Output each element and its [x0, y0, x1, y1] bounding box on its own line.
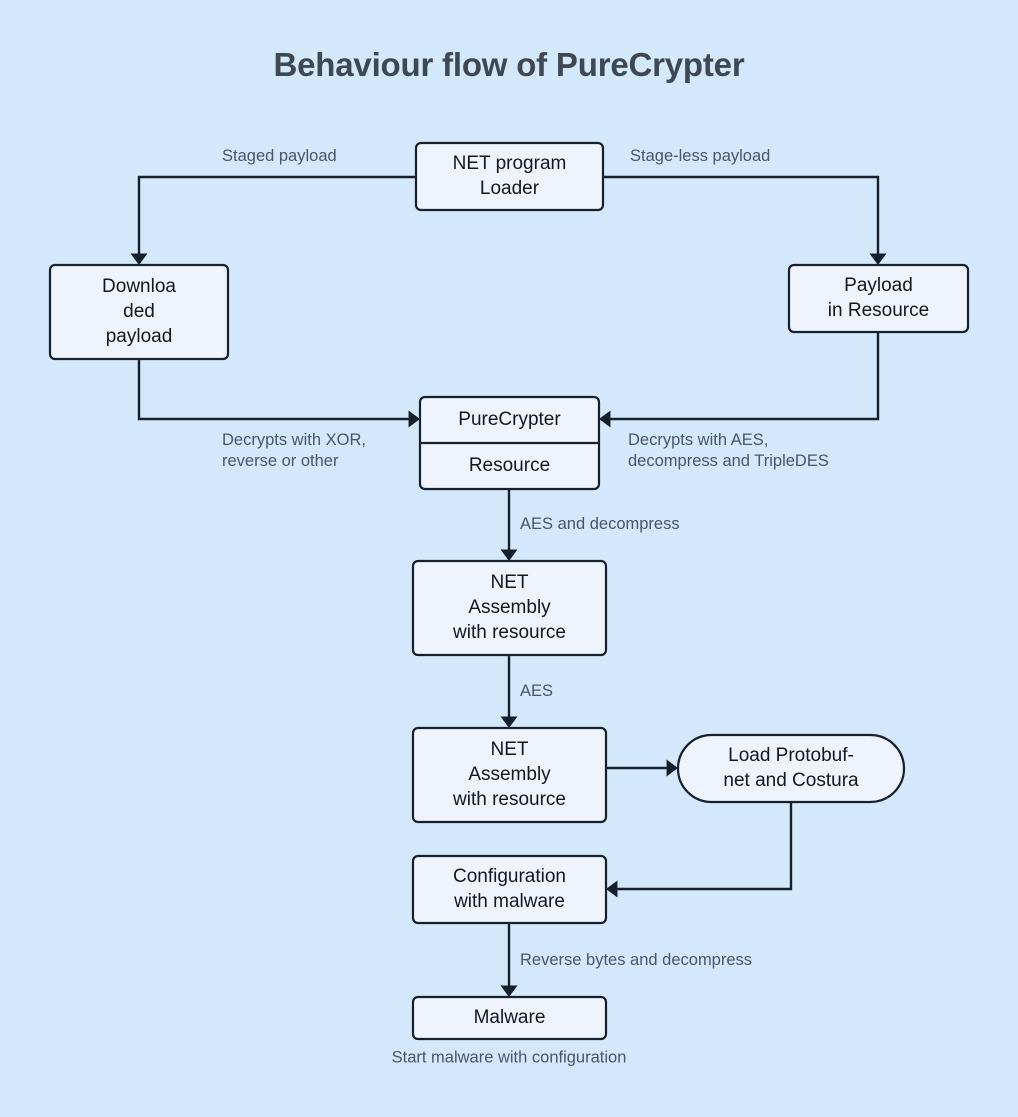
arrowhead-icon	[500, 716, 518, 728]
edge-aes-and-decompress: AES and decompress	[500, 489, 680, 561]
node-label: ded	[123, 301, 155, 322]
node-label: Resource	[469, 455, 550, 476]
arrowhead-icon	[500, 985, 518, 997]
node-label: NET program	[453, 153, 567, 174]
edge-label-decrypts-xor: Decrypts with XOR,reverse or other	[222, 431, 366, 470]
edges-layer: Staged payload Stage-less payloadDecrypts…	[130, 147, 887, 997]
arrowhead-icon	[599, 410, 611, 428]
diagram-caption: Start malware with configuration	[392, 1048, 627, 1066]
edge-stage-less-payload: Stage-less payload	[603, 147, 887, 265]
edge-aes: AES	[500, 655, 553, 728]
node-label: PureCrypter	[458, 409, 561, 430]
edge-label-reverse-bytes-and-decompress: Reverse bytes and decompress	[520, 951, 752, 969]
arrowhead-icon	[130, 253, 148, 265]
node-net-assembly-2[interactable]: NET Assembly with resource	[411, 726, 608, 824]
edge-reverse-bytes-and-decompress: Reverse bytes and decompress	[500, 923, 752, 997]
edge-decrypts-xor: Decrypts with XOR,reverse or other	[137, 359, 420, 470]
caption-layer: Start malware with configuration	[392, 1048, 627, 1066]
node-label: Assembly	[468, 597, 551, 618]
node-label: with malware	[453, 891, 565, 912]
node-downloaded-payload[interactable]: Downloa ded payload	[48, 263, 230, 361]
page-title: Behaviour flow of PureCrypter	[273, 46, 745, 83]
node-label: Assembly	[468, 764, 551, 785]
arrowhead-icon	[869, 253, 887, 265]
node-net-assembly-1[interactable]: NET Assembly with resource	[411, 559, 608, 657]
node-label: Configuration	[453, 866, 566, 887]
node-label: Loader	[480, 178, 540, 199]
node-label: NET	[491, 739, 529, 760]
node-malware[interactable]: Malware	[411, 995, 608, 1041]
edge-protobuf-to-configuration	[606, 802, 793, 898]
node-label: net and Costura	[723, 770, 859, 791]
node-label: with resource	[452, 622, 566, 643]
arrowhead-icon	[500, 549, 518, 561]
edge-to-load-protobuf	[606, 759, 678, 777]
node-label: NET	[491, 572, 529, 593]
node-load-protobuf[interactable]: Load Protobuf-net and Costura	[676, 733, 906, 804]
node-label: Malware	[474, 1007, 546, 1028]
node-payload-in-resource[interactable]: Payload in Resource	[787, 263, 970, 334]
edge-label-decrypts-aes-tripledes: Decrypts with AES,decompress and TripleD…	[628, 431, 829, 470]
arrowhead-icon	[666, 759, 678, 777]
node-label: payload	[106, 326, 173, 347]
edge-label-stage-less-payload: Stage-less payload	[630, 147, 770, 165]
node-configuration[interactable]: Configuration with malware	[411, 854, 608, 925]
edge-label-aes-and-decompress: AES and decompress	[520, 515, 680, 533]
edge-label-aes: AES	[520, 682, 553, 700]
node-label: Load Protobuf-	[728, 745, 854, 766]
arrowhead-icon	[408, 410, 420, 428]
node-label: Payload	[844, 275, 913, 296]
arrowhead-icon	[606, 880, 618, 898]
node-label: in Resource	[828, 300, 929, 321]
edge-label-staged-payload: Staged payload	[222, 147, 337, 165]
edge-staged-payload: Staged payload	[130, 147, 416, 265]
edge-decrypts-aes-tripledes: Decrypts with AES,decompress and TripleD…	[599, 332, 880, 470]
node-label: with resource	[452, 789, 566, 810]
node-label: Downloa	[102, 276, 176, 297]
